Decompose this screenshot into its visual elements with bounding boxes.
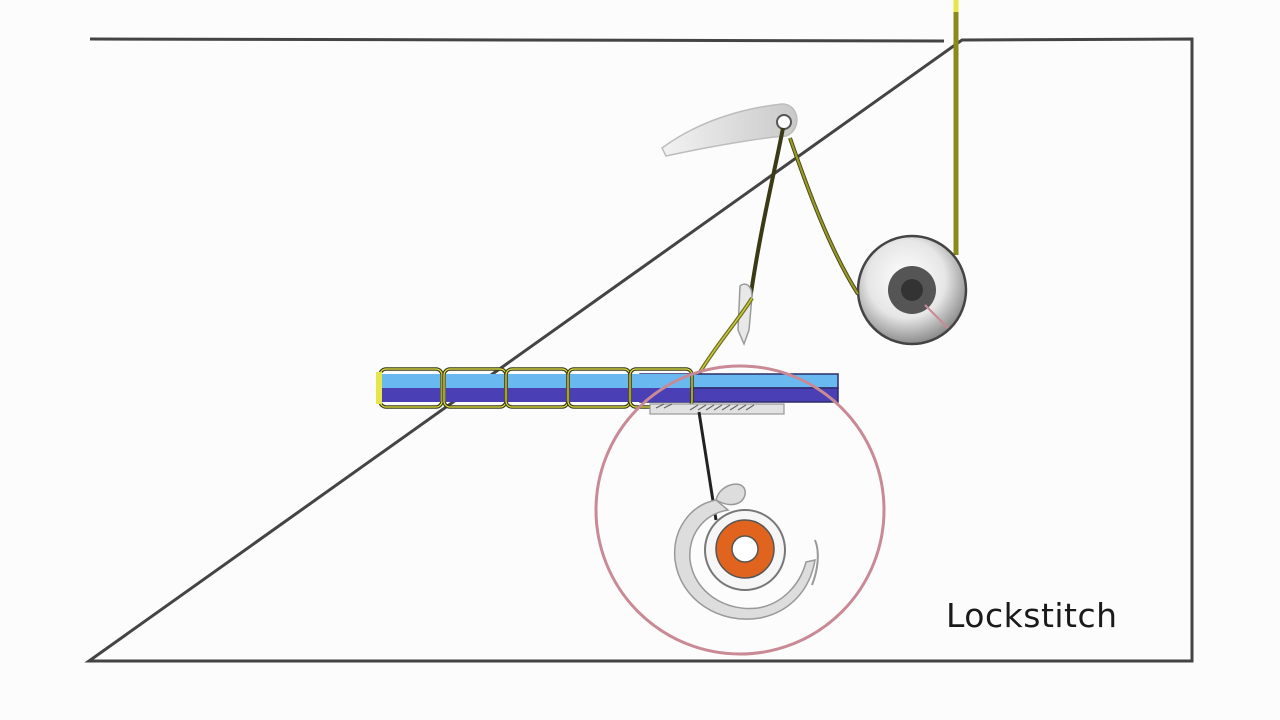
stitch-block	[566, 367, 632, 409]
stitch-block	[504, 367, 570, 409]
upper-thread-to-needle	[748, 127, 785, 301]
thread-spool-icon	[856, 234, 968, 346]
feed-dog-icon	[649, 403, 785, 415]
stitch-block	[442, 367, 508, 409]
stitch-block	[378, 367, 444, 409]
completed-stitches	[376, 367, 694, 409]
stitch-block	[628, 367, 694, 409]
frame-border	[84, 37, 1194, 663]
bobbin-icon	[715, 519, 775, 579]
diagram-caption: Lockstitch	[946, 596, 1118, 635]
hook-highlight-circle	[594, 364, 886, 656]
thread-take-up-lever-icon	[661, 103, 798, 157]
stitch-start	[376, 372, 382, 404]
needle-icon	[737, 283, 753, 347]
upper-thread-to-lever	[788, 137, 860, 296]
